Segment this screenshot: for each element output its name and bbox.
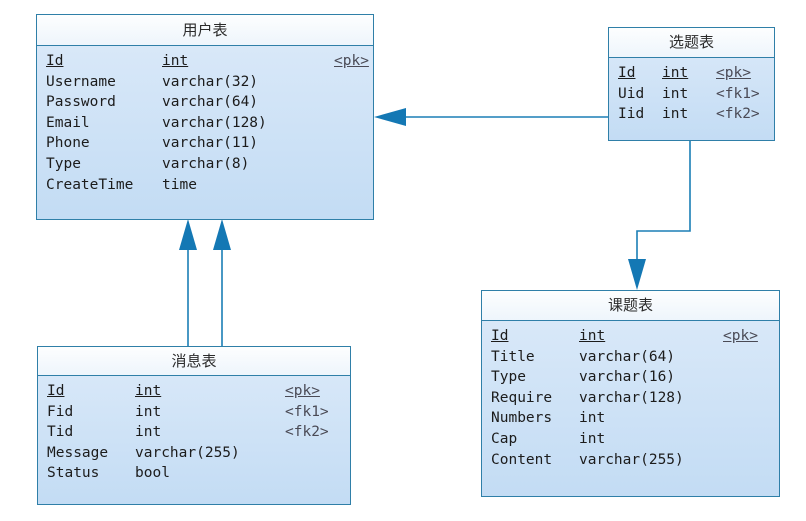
attribute-key: <fk2> xyxy=(285,424,329,441)
entity-title-user: 用户表 xyxy=(37,15,373,46)
attribute-type: int xyxy=(662,85,689,102)
attribute-name: Cap xyxy=(491,430,518,447)
attribute-name: Uid xyxy=(618,85,645,102)
attribute-row: Tid int <fk2> xyxy=(47,422,341,443)
attribute-row: Type varchar(16) xyxy=(491,367,770,388)
connector-topicsel-to-subject xyxy=(628,141,691,290)
entity-title-message: 消息表 xyxy=(38,347,350,376)
attribute-type: int xyxy=(579,328,606,344)
attribute-name: Tid xyxy=(47,424,74,441)
attribute-row: Require varchar(128) xyxy=(491,388,770,409)
attribute-type: int xyxy=(135,383,162,399)
attribute-key: <pk> xyxy=(285,383,320,399)
entity-attributes-topic-selection: Id int <pk> Uid int <fk1> Iid int <fk2> xyxy=(609,58,774,129)
attribute-row: Type varchar(8) xyxy=(46,154,364,175)
attribute-name: Username xyxy=(46,73,116,90)
attribute-name: Password xyxy=(46,94,116,111)
attribute-key: <pk> xyxy=(723,328,758,344)
entity-attributes-message: Id int <pk> Fid int <fk1> Tid int <fk2> … xyxy=(38,376,350,488)
attribute-name: Fid xyxy=(47,403,74,420)
entity-attributes-user: Id int <pk> Username varchar(32) Passwor… xyxy=(37,46,373,199)
attribute-key: <pk> xyxy=(716,65,751,81)
entity-title-subject: 课题表 xyxy=(482,291,779,321)
entity-attributes-subject: Id int <pk> Title varchar(64) Type varch… xyxy=(482,321,779,474)
attribute-type: time xyxy=(162,176,197,193)
attribute-row: Id int <pk> xyxy=(46,51,369,72)
attribute-name: Type xyxy=(46,155,81,172)
attribute-key: <fk2> xyxy=(716,106,760,123)
attribute-name: Id xyxy=(46,53,64,69)
attribute-name: Type xyxy=(491,369,526,386)
attribute-row: Id int <pk> xyxy=(47,381,341,402)
attribute-name: CreateTime xyxy=(46,176,134,193)
attribute-row: Title varchar(64) xyxy=(491,347,770,368)
attribute-key: <fk1> xyxy=(285,403,329,420)
attribute-row: Uid int <fk1> xyxy=(618,84,765,105)
attribute-type: varchar(128) xyxy=(162,114,267,131)
entity-user-table[interactable]: 用户表 Id int <pk> Username varchar(32) Pas… xyxy=(36,14,374,220)
connector-topicsel-to-user xyxy=(374,108,608,126)
attribute-type: int xyxy=(135,424,162,441)
attribute-row: CreateTime time xyxy=(46,175,364,196)
attribute-key: <fk1> xyxy=(716,85,760,102)
attribute-row: Iid int <fk2> xyxy=(618,104,765,125)
attribute-name: Message xyxy=(47,444,109,461)
attribute-type: varchar(64) xyxy=(162,94,259,111)
attribute-key: <pk> xyxy=(334,53,369,69)
attribute-type: int xyxy=(162,53,189,69)
attribute-name: Status xyxy=(47,465,100,482)
attribute-type: varchar(16) xyxy=(579,369,676,386)
attribute-row: Id int <pk> xyxy=(491,326,770,347)
entity-subject-table[interactable]: 课题表 Id int <pk> Title varchar(64) Type v… xyxy=(481,290,780,497)
attribute-row: Password varchar(64) xyxy=(46,92,364,113)
attribute-name: Title xyxy=(491,348,535,365)
attribute-row: Email varchar(128) xyxy=(46,113,364,134)
attribute-type: bool xyxy=(135,465,170,482)
attribute-type: varchar(255) xyxy=(135,444,240,461)
attribute-name: Phone xyxy=(46,135,90,152)
attribute-row: Status bool xyxy=(47,463,341,484)
attribute-type: varchar(64) xyxy=(579,348,676,365)
attribute-type: int xyxy=(579,430,606,447)
attribute-name: Content xyxy=(491,451,553,468)
attribute-row: Content varchar(255) xyxy=(491,450,770,471)
connector-message-fid-to-user xyxy=(179,219,197,346)
attribute-type: varchar(128) xyxy=(579,389,684,406)
attribute-row: Cap int xyxy=(491,429,770,450)
attribute-name: Email xyxy=(46,114,90,131)
attribute-type: int xyxy=(135,403,162,420)
attribute-name: Id xyxy=(618,65,636,81)
attribute-row: Message varchar(255) xyxy=(47,443,341,464)
attribute-name: Numbers xyxy=(491,410,553,427)
attribute-name: Require xyxy=(491,389,553,406)
attribute-type: int xyxy=(579,410,606,427)
attribute-row: Id int <pk> xyxy=(618,63,765,84)
attribute-type: varchar(255) xyxy=(579,451,684,468)
entity-topic-selection-table[interactable]: 选题表 Id int <pk> Uid int <fk1> Iid int <f… xyxy=(608,27,775,141)
attribute-type: varchar(11) xyxy=(162,135,259,152)
attribute-type: int xyxy=(662,106,689,123)
connector-message-tid-to-user xyxy=(213,219,231,346)
attribute-row: Phone varchar(11) xyxy=(46,133,364,154)
attribute-type: varchar(32) xyxy=(162,73,259,90)
attribute-row: Username varchar(32) xyxy=(46,72,364,93)
attribute-row: Fid int <fk1> xyxy=(47,402,341,423)
entity-title-topic-selection: 选题表 xyxy=(609,28,774,58)
attribute-name: Iid xyxy=(618,106,645,123)
attribute-type: int xyxy=(662,65,689,81)
attribute-row: Numbers int xyxy=(491,408,770,429)
attribute-type: varchar(8) xyxy=(162,155,250,172)
attribute-name: Id xyxy=(47,383,65,399)
attribute-name: Id xyxy=(491,328,509,344)
entity-message-table[interactable]: 消息表 Id int <pk> Fid int <fk1> Tid int <f… xyxy=(37,346,351,505)
